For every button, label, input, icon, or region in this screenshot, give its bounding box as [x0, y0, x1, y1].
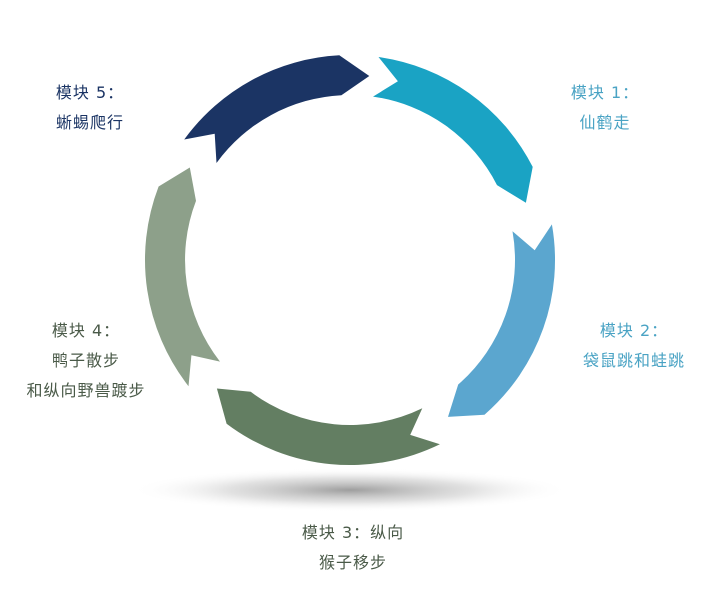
segment-4-arrow — [144, 167, 220, 387]
module-5-title: 模块 5： — [55, 83, 125, 102]
module-4-title: 模块 4： — [51, 321, 121, 340]
module-1-title: 模块 1： — [570, 83, 640, 102]
module-2-subtitle: 袋鼠跳和蛙跳 — [582, 351, 685, 370]
module-4-subtitle: 鸭子散步 — [51, 351, 120, 370]
module-4-label: 模块 4： 鸭子散步 和纵向野兽踱步 — [12, 316, 160, 406]
module-2-label: 模块 2： 袋鼠跳和蛙跳 — [566, 316, 702, 376]
module-5-label: 模块 5： 蜥蜴爬行 — [40, 78, 140, 138]
module-3-title: 模块 3：纵向 — [301, 523, 405, 542]
module-1-subtitle: 仙鹤走 — [579, 113, 631, 132]
module-3-label: 模块 3：纵向 猴子移步 — [283, 518, 423, 578]
segment-3-arrow — [216, 388, 440, 466]
module-5-subtitle: 蜥蜴爬行 — [55, 113, 124, 132]
ground-shadow — [130, 468, 570, 512]
segment-2-arrow — [448, 224, 556, 417]
module-4-subtitle-2: 和纵向野兽踱步 — [26, 381, 146, 400]
module-3-subtitle: 猴子移步 — [318, 553, 387, 572]
segment-1-arrow — [373, 57, 533, 203]
module-1-label: 模块 1： 仙鹤走 — [560, 78, 650, 138]
segment-5-arrow — [184, 55, 370, 163]
module-2-title: 模块 2： — [599, 321, 669, 340]
